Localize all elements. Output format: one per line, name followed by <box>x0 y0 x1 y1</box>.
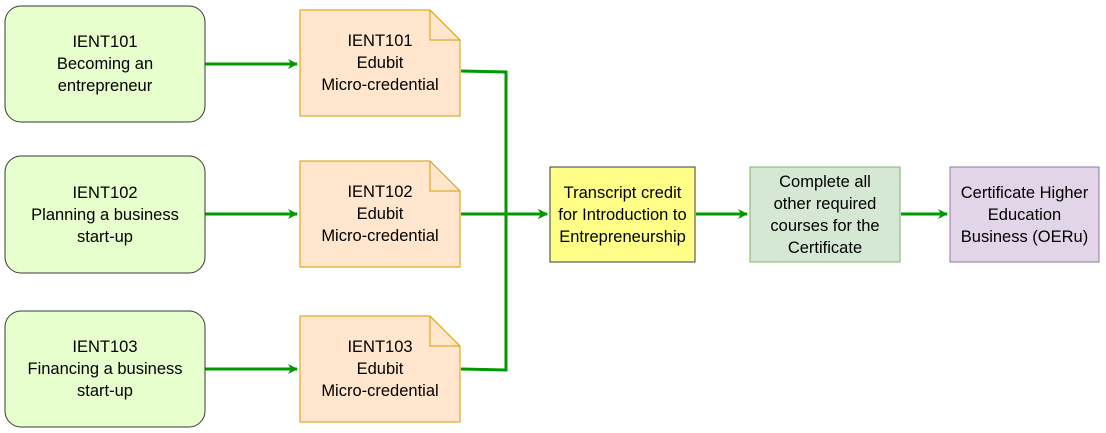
course-label-ient103: IENT103 Financing a business start-up <box>5 311 205 427</box>
micro-credential-kind: Micro-credential <box>321 76 439 94</box>
micro-credential-code: IENT102 <box>347 183 413 201</box>
transcript-credit-label: Transcript credit for Introduction to En… <box>550 167 695 262</box>
complete-courses-box <box>749 166 901 263</box>
course-title: Becoming an entrepreneur <box>56 55 154 95</box>
course-box-ient102 <box>4 155 206 274</box>
complete-courses-text: Complete all other required courses for … <box>770 172 880 257</box>
course-label-ient102: IENT102 Planning a business start-up <box>5 156 205 273</box>
micro-credential-type: Edubit <box>356 205 404 223</box>
course-code: IENT103 <box>72 338 138 356</box>
course-title: Financing a business start-up <box>27 360 183 400</box>
certificate-label: Certificate Higher Education Business (O… <box>950 167 1099 262</box>
micro-credential-note-ient103 <box>299 315 461 423</box>
complete-courses-label: Complete all other required courses for … <box>750 167 900 262</box>
micro-credential-code: IENT103 <box>347 338 413 356</box>
certificate-text: Certificate Higher Education Business (O… <box>960 183 1089 246</box>
arrow-micro3-to-transcript <box>460 209 548 372</box>
micro-credential-note-ient102 <box>299 160 461 268</box>
course-box-ient103 <box>4 310 206 428</box>
micro-credential-kind: Micro-credential <box>321 382 439 400</box>
transcript-credit-text: Transcript credit for Introduction to En… <box>558 183 687 246</box>
micro-credential-type: Edubit <box>356 360 404 378</box>
micro-credential-type: Edubit <box>356 54 404 72</box>
micro-credential-note-ient101 <box>299 9 461 117</box>
micro-credential-label-ient101: IENT101 Edubit Micro-credential <box>300 10 460 116</box>
course-label-ient101: IENT101 Becoming an entrepreneur <box>5 6 205 122</box>
course-title: Planning a business start-up <box>31 205 179 246</box>
arrow-micro1-to-transcript <box>460 69 548 219</box>
course-box-ient101 <box>4 5 206 123</box>
course-code: IENT102 <box>72 183 138 202</box>
micro-credential-kind: Micro-credential <box>321 227 439 245</box>
certificate-box <box>949 166 1100 263</box>
course-code: IENT101 <box>72 33 138 51</box>
micro-credential-label-ient103: IENT103 Edubit Micro-credential <box>300 316 460 422</box>
micro-credential-label-ient102: IENT102 Edubit Micro-credential <box>300 161 460 267</box>
connectors <box>205 59 948 374</box>
micro-credential-code: IENT101 <box>347 32 413 50</box>
transcript-credit-box <box>549 166 696 263</box>
